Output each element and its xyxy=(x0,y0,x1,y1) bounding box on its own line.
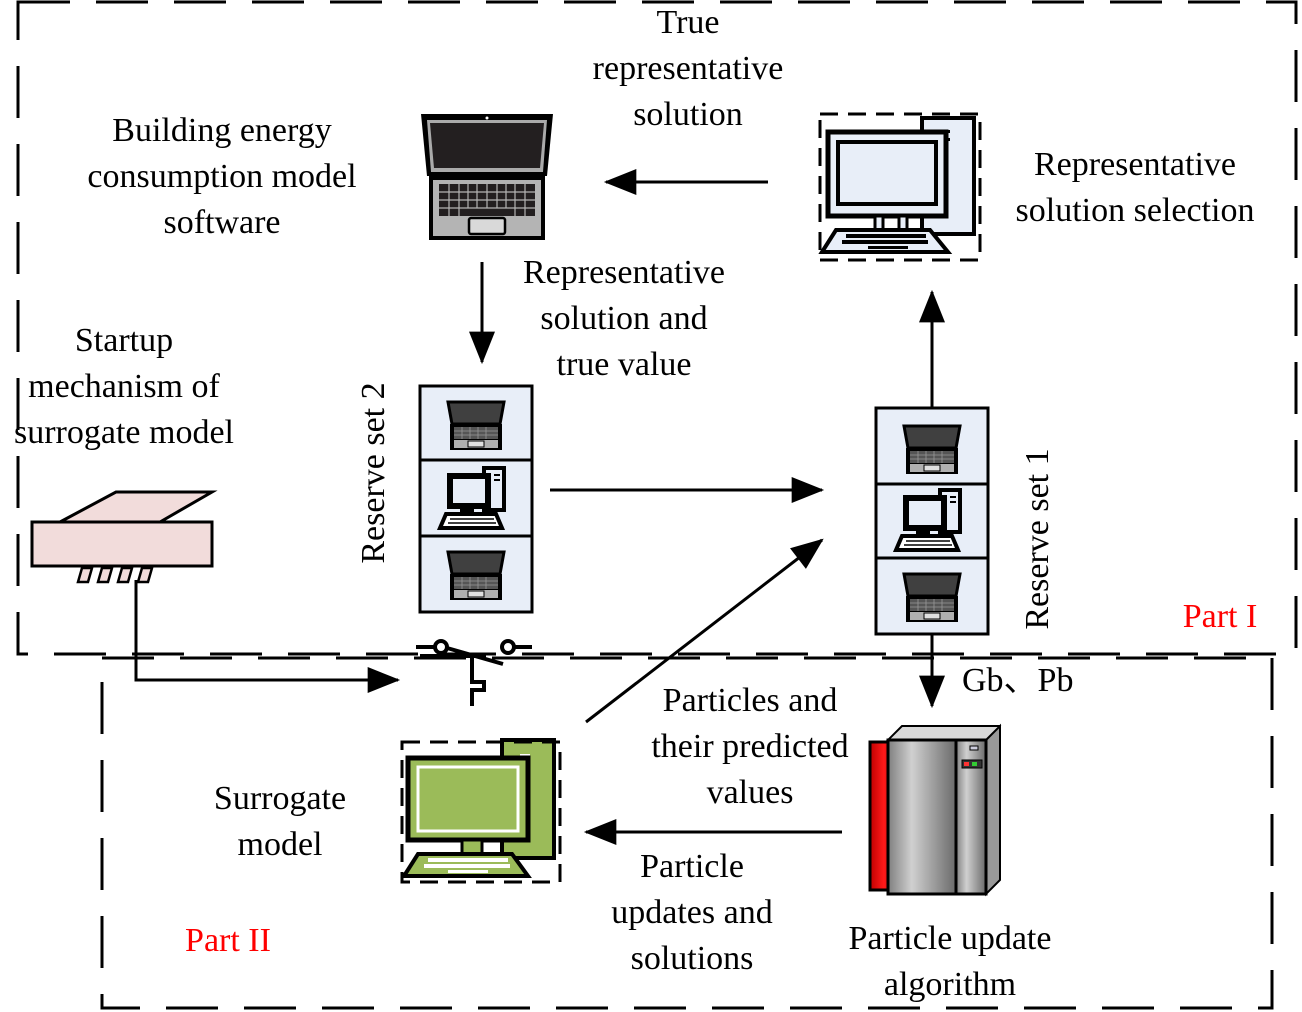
particle-update-algorithm-label: Particle update algorithm xyxy=(848,920,1052,1003)
surrogate-desktop-icon xyxy=(400,738,562,884)
reserve-set-1-label: Reserve set 1 xyxy=(1019,448,1056,630)
arrow-surrogate-to-reserve1 xyxy=(585,538,824,724)
desktop-computer-icon xyxy=(818,112,982,262)
representative-true-value-label: Representative solution and true value xyxy=(522,254,726,383)
part2-label: Part II xyxy=(185,922,271,959)
part1-boundary xyxy=(16,0,1298,656)
part1-label: Part I xyxy=(1182,598,1258,635)
particle-updates-label: Particle updates and solutions xyxy=(611,848,773,977)
part2-boundary xyxy=(100,656,1274,1010)
representative-selection-label: Representative solution selection xyxy=(1015,146,1255,229)
building-energy-model-label: Building energy consumption model softwa… xyxy=(87,112,357,241)
laptop-icon xyxy=(421,114,553,240)
reserve-set-2-label: Reserve set 2 xyxy=(355,382,392,564)
true-representative-label: True representative solution xyxy=(592,4,784,133)
surrogate-model-label: Surrogate model xyxy=(213,780,347,863)
startup-mechanism-label: Startup mechanism of surrogate model xyxy=(14,322,234,451)
switch-icon xyxy=(416,639,532,706)
arrow-startup-to-switch xyxy=(134,580,401,693)
reserve-set-2 xyxy=(418,384,534,614)
startup-device-icon xyxy=(30,490,218,584)
gb-pb-label: Gb、Pb xyxy=(962,662,1074,699)
particles-predicted-label: Particles and their predicted values xyxy=(651,682,849,811)
reserve-set-1 xyxy=(874,406,990,636)
server-rack-icon xyxy=(868,723,1002,897)
